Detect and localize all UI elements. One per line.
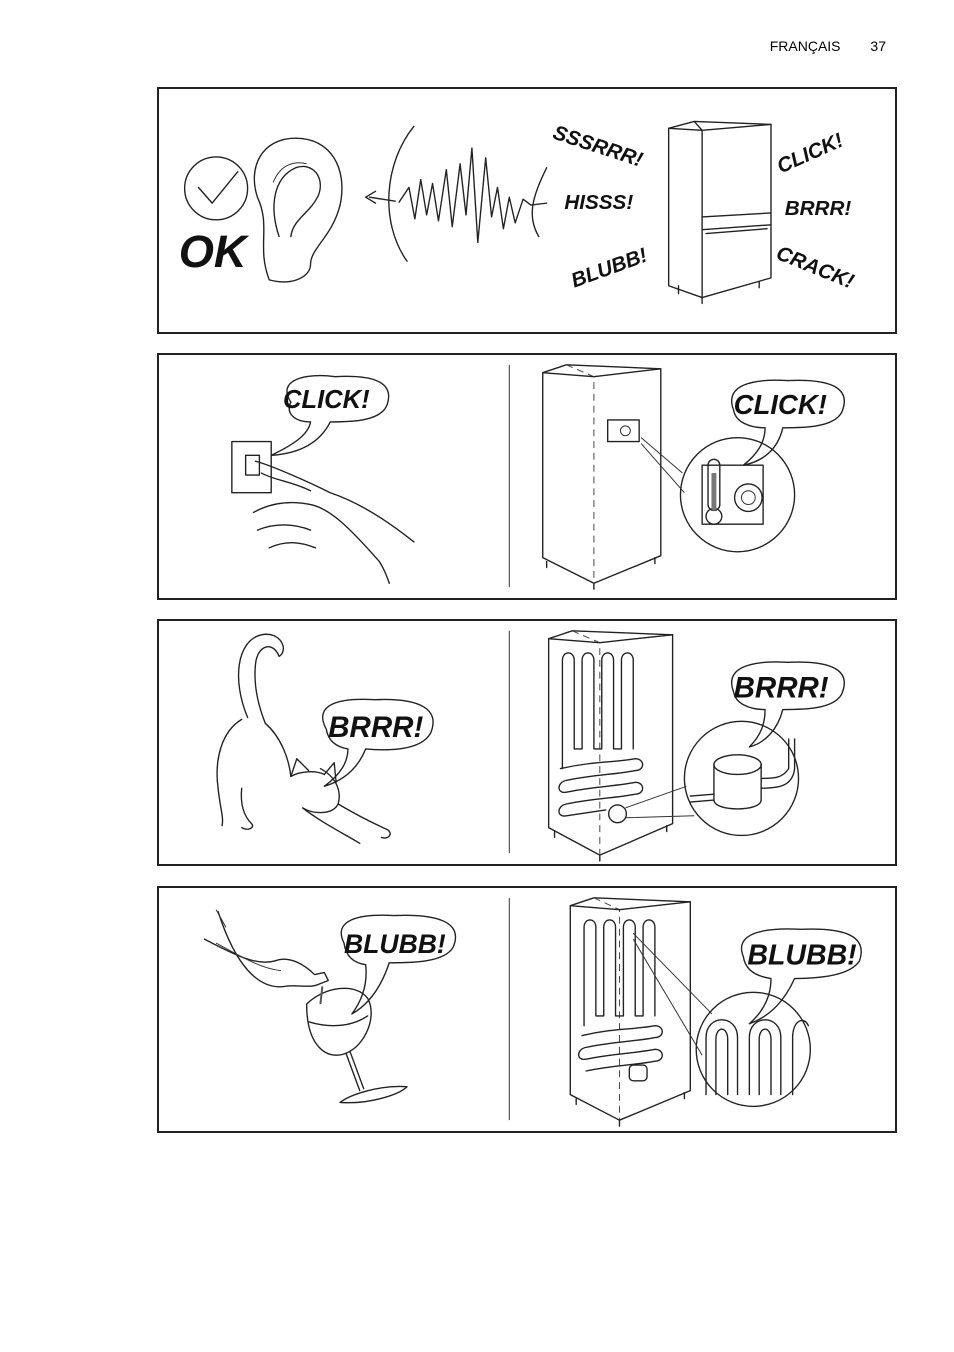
speech-bubble: BLUBB! [340, 914, 456, 1015]
speech-bubble: BRRR! [731, 661, 845, 748]
dial-icon [733, 483, 763, 513]
page-header: FRANÇAIS 37 [770, 38, 886, 54]
thermostat-zoom [640, 436, 796, 553]
wine-glass-icon [305, 986, 408, 1104]
sound-word: SSSRRR! [550, 121, 646, 172]
panel-normal-sounds: OK SSSRRR! HISSS! BLUBB! CLIC [157, 87, 897, 334]
panel-click: CLICK! [157, 353, 897, 600]
ear-icon [253, 137, 343, 283]
compressor-zoom [625, 720, 800, 837]
sound-word: CRACK! [773, 242, 857, 294]
sound-word: CLICK! [774, 129, 847, 179]
speech-bubble: CLICK! [731, 379, 845, 466]
thermometer-icon [705, 458, 723, 525]
bubble-text: BRRR! [734, 672, 829, 705]
sound-wave-icon [364, 125, 548, 262]
bubble-text: BLUBB! [344, 929, 446, 959]
panel-blubb: BLUBB! BLUBB! [157, 886, 897, 1133]
speech-bubble: CLICK! [270, 374, 390, 457]
speech-bubble: BRRR! [322, 698, 434, 787]
wine-bottle-icon [203, 909, 329, 988]
page-number: 37 [870, 38, 886, 54]
refrigerator-back-icon [547, 630, 674, 862]
light-switch-icon [231, 440, 272, 494]
normal-sounds-illustration: OK SSSRRR! HISSS! BLUBB! CLIC [179, 120, 857, 305]
fridge-freezer-icon [667, 120, 772, 305]
bubble-text: CLICK! [734, 389, 827, 420]
compressor-icon [689, 738, 796, 810]
hand-icon [252, 460, 415, 584]
checkmark-icon [183, 156, 249, 221]
bubble-text: BLUBB! [747, 940, 857, 972]
panel-brrr: BRRR! BRRR! [157, 619, 897, 866]
bubble-text: BRRR! [328, 711, 423, 744]
ok-label: OK [179, 226, 250, 277]
sound-word: BRRR! [785, 197, 852, 220]
cat-icon [216, 633, 391, 845]
speech-bubble: BLUBB! [740, 928, 862, 1025]
refrigerator-back-icon [569, 897, 692, 1127]
bubble-text: CLICK! [283, 386, 370, 414]
refrigerator-icon [542, 364, 662, 590]
sound-word: HISSS! [564, 191, 633, 214]
coil-zoom [632, 932, 812, 1108]
sound-word: BLUBB! [568, 244, 650, 293]
language-label: FRANÇAIS [769, 38, 841, 54]
